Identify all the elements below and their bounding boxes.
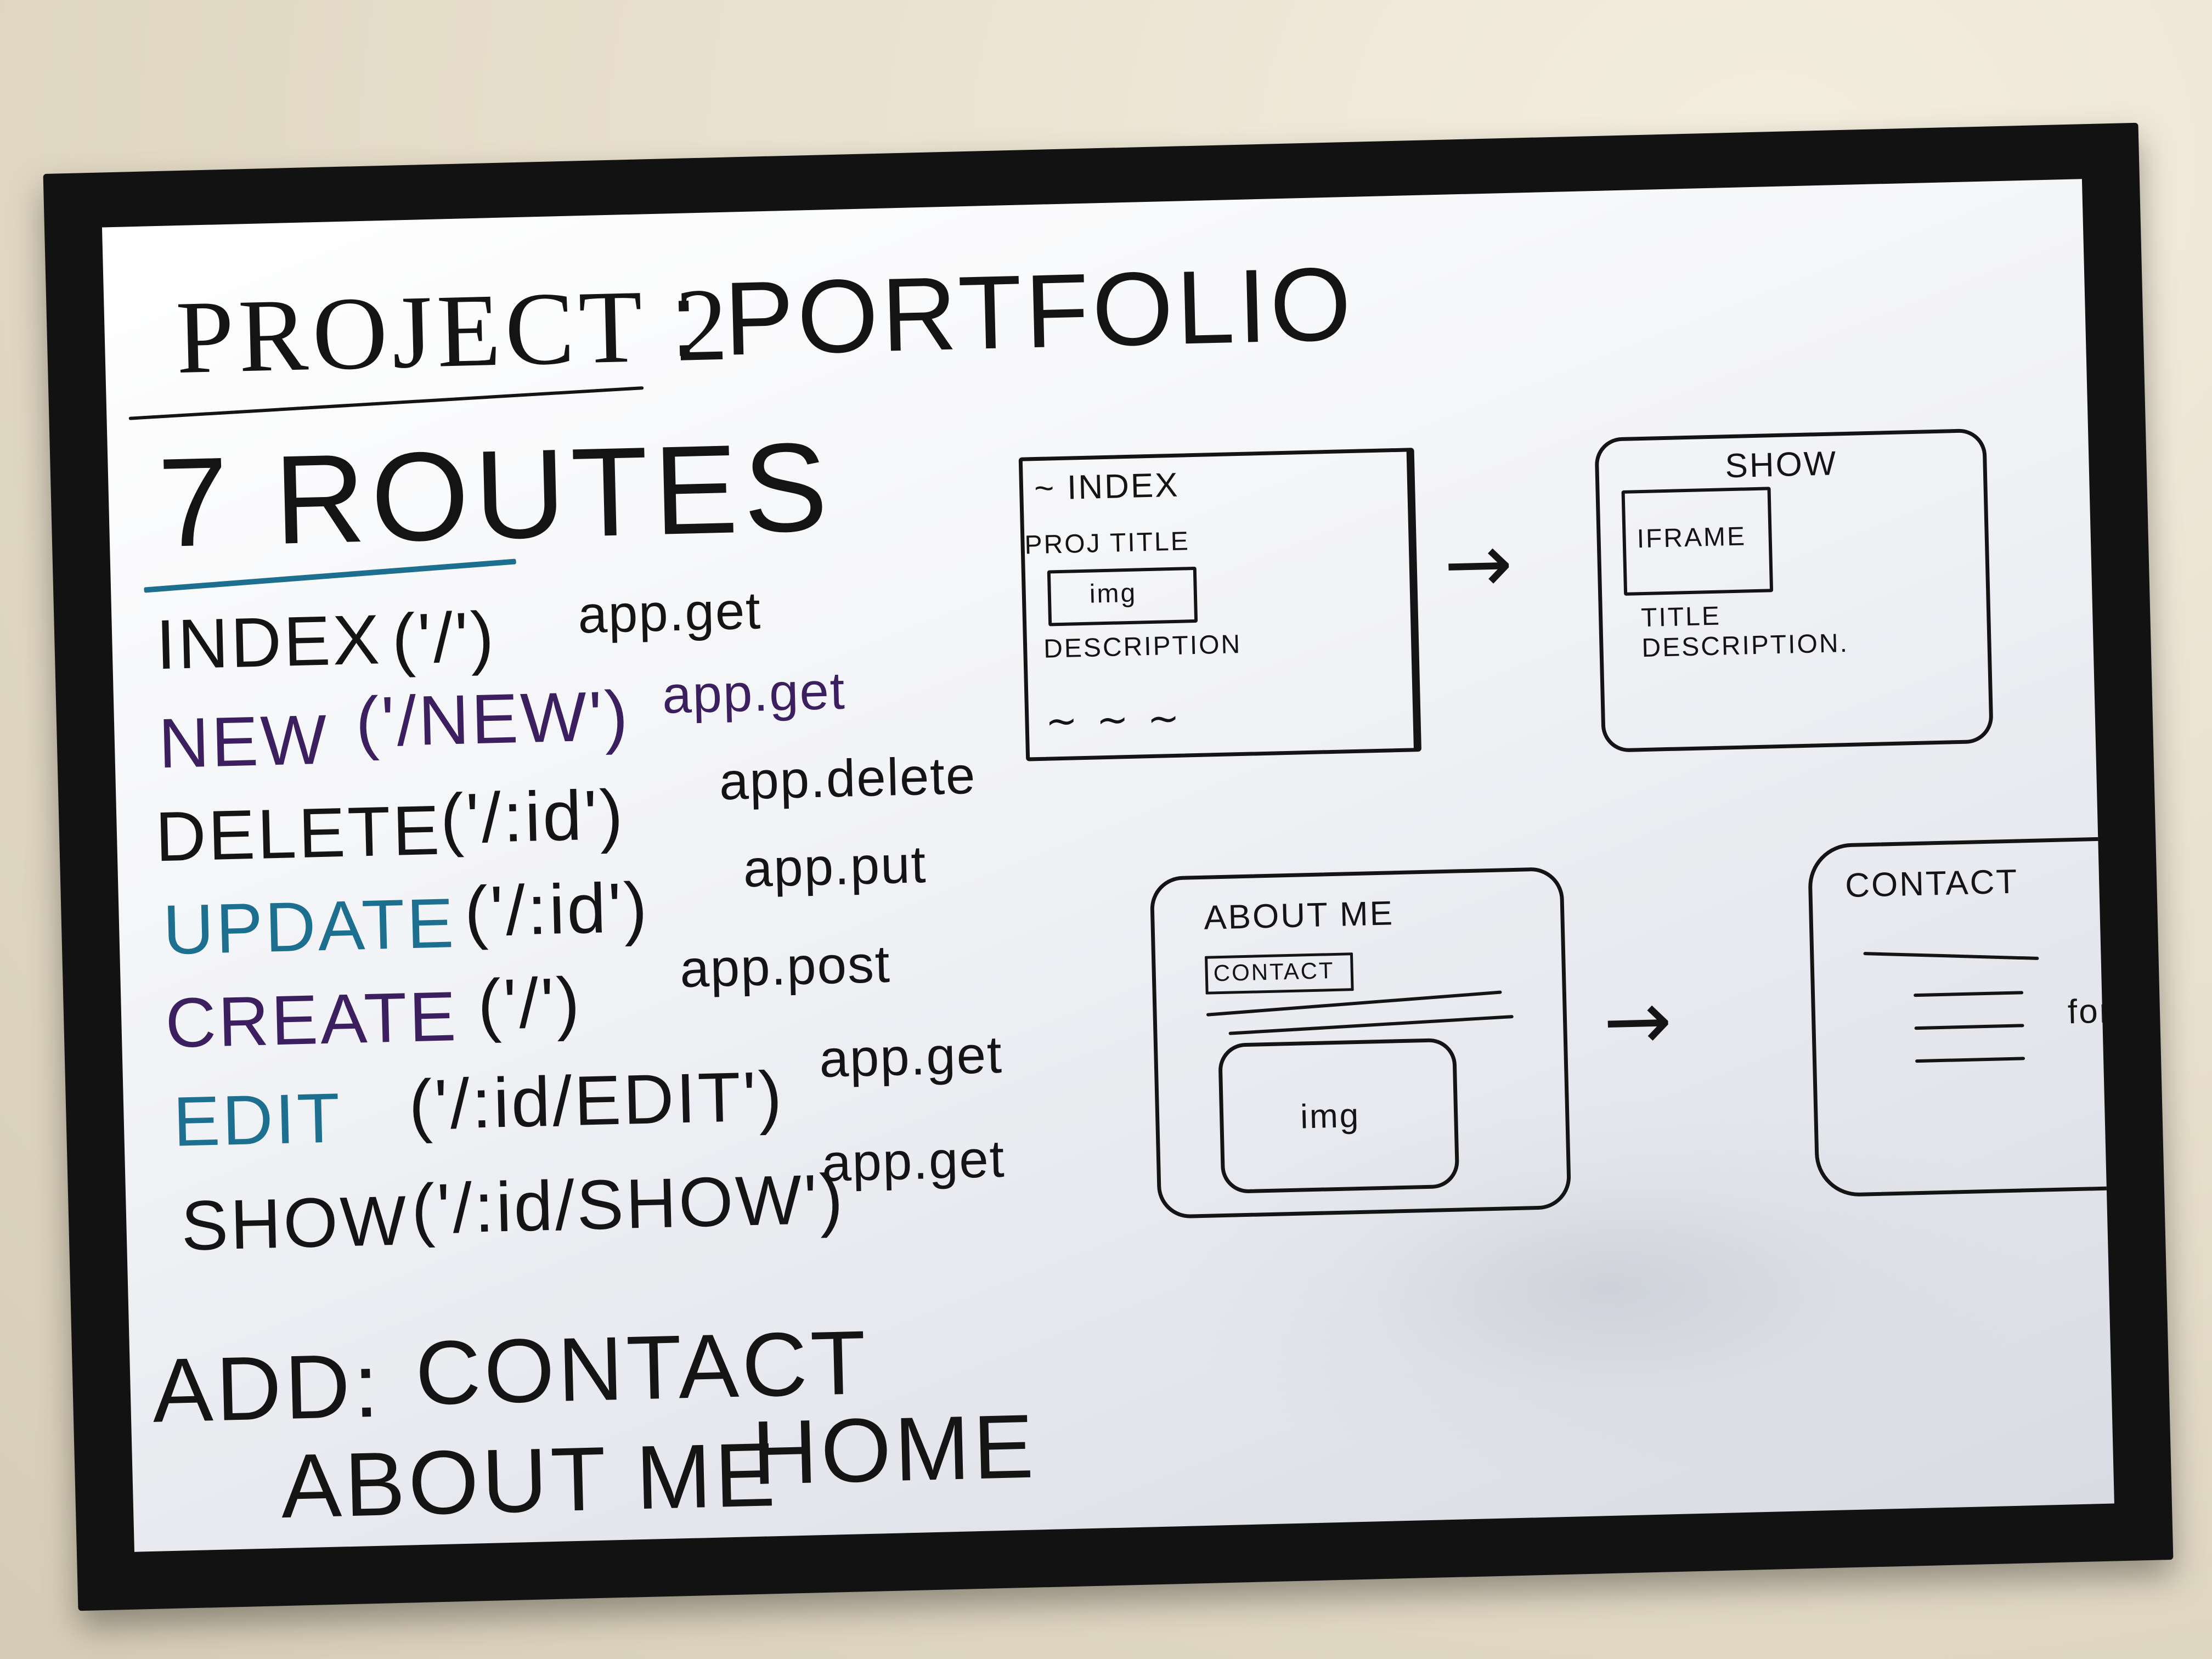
add-item-about-me: ABOUT ME (279, 1424, 780, 1537)
route-path: ('/NEW') (354, 676, 631, 762)
sketch-show-iframe-label: IFRAME (1637, 522, 1747, 554)
whiteboard-surface: PROJECT 2 : PORTFOLIO 7 ROUTES INDEX ('/… (101, 179, 2114, 1552)
sketch-index-proj-title: PROJ TITLE (1024, 527, 1190, 560)
route-row-show: SHOW ('/:id/SHOW') app.get (102, 179, 2082, 1266)
whiteboard-frame: PROJECT 2 : PORTFOLIO 7 ROUTES INDEX ('/… (43, 122, 2174, 1611)
sketch-about-text-line (1206, 990, 1502, 1017)
route-row-edit: EDIT ('/:id/EDIT') app.get (102, 179, 2082, 1161)
sketch-contact-page: CONTACT form (1807, 834, 2114, 1198)
sketch-about-contact-button: CONTACT (1205, 952, 1354, 995)
sketch-about-contact-label: CONTACT (1213, 957, 1335, 986)
arrow-about-to-contact: → (1602, 972, 1673, 1070)
route-row-delete: DELETE ('/:id') app.delete (102, 179, 2082, 877)
arrow-index-to-show: → (1442, 515, 1514, 613)
sketch-show-page: SHOW IFRAME TITLE DESCRIPTION. (1594, 428, 1994, 753)
route-method: app.get (819, 1025, 1003, 1088)
board-title-portfolio: PORTFOLIO (723, 245, 1356, 377)
sketch-about-page: ABOUT ME CONTACT img (1149, 866, 1572, 1219)
sketch-contact-field-line (1914, 991, 2024, 997)
route-label: INDEX (155, 600, 383, 685)
sketch-contact-field-line (1914, 1024, 2024, 1030)
route-label: UPDATE (162, 884, 457, 970)
route-row-update: UPDATE ('/:id') app.put (102, 179, 2082, 969)
route-row-index: INDEX ('/') app.get (102, 179, 2082, 684)
sketch-show-iframe-box: IFRAME (1621, 487, 1774, 596)
route-method: app.put (742, 835, 928, 899)
route-method: app.get (821, 1129, 1006, 1193)
sketch-contact-field-line (1915, 1057, 2025, 1063)
sketch-show-title: SHOW (1724, 444, 1838, 486)
route-method: app.post (679, 934, 891, 999)
routes-list: INDEX ('/') app.get NEW ('/NEW') app.get… (102, 179, 2082, 1266)
route-path: ('/:id') (439, 775, 627, 859)
routes-heading: 7 ROUTES (156, 416, 835, 574)
sketch-contact-title: CONTACT (1844, 862, 2019, 905)
board-title-project: PROJECT 2 (174, 267, 733, 396)
route-path: ('/:id/EDIT') (408, 1057, 785, 1145)
board-title-separator: : (668, 261, 703, 379)
sketch-index-title: INDEX (1066, 466, 1180, 507)
route-method: app.delete (718, 746, 977, 811)
sketch-show-description: DESCRIPTION. (1641, 628, 1849, 663)
route-label: CREATE (164, 977, 459, 1063)
sketch-about-title: ABOUT ME (1203, 894, 1395, 937)
sketch-index-page: INDEX ~ PROJ TITLE img DESCRIPTION ~ ~ ~ (1018, 448, 1422, 761)
route-path: ('/') (391, 597, 497, 679)
sketch-about-img-label: img (1300, 1096, 1361, 1136)
sketch-show-title-label: TITLE (1640, 601, 1722, 633)
add-item-home: HOME (751, 1395, 1038, 1504)
route-label: DELETE (154, 791, 443, 877)
route-row-create: CREATE ('/') app.post (102, 179, 2082, 1063)
sketch-about-text-line (1228, 1014, 1514, 1035)
sketch-index-description: DESCRIPTION (1043, 629, 1242, 664)
route-path: ('/:id') (463, 868, 651, 951)
sketch-index-tilde: ~ (1034, 469, 1057, 508)
sketch-index-img-label: img (1089, 578, 1137, 609)
sketch-contact-form-label: form (2067, 991, 2114, 1031)
sketch-index-img-box: img (1047, 566, 1198, 627)
route-method: app.get (661, 661, 847, 725)
route-path: ('/') (477, 963, 583, 1045)
route-method: app.get (577, 581, 763, 645)
route-row-new: NEW ('/NEW') app.get (102, 179, 2082, 783)
sketch-contact-field-line (1863, 952, 2039, 960)
add-label: ADD: (151, 1334, 383, 1441)
sketch-index-footer-squiggle: ~ ~ ~ (1045, 695, 1183, 744)
sketch-about-img-box: img (1217, 1037, 1460, 1194)
route-path: ('/:id/SHOW') (410, 1159, 847, 1249)
route-label: EDIT (172, 1079, 343, 1161)
route-label: SHOW (180, 1181, 410, 1266)
route-label: NEW (157, 700, 330, 783)
